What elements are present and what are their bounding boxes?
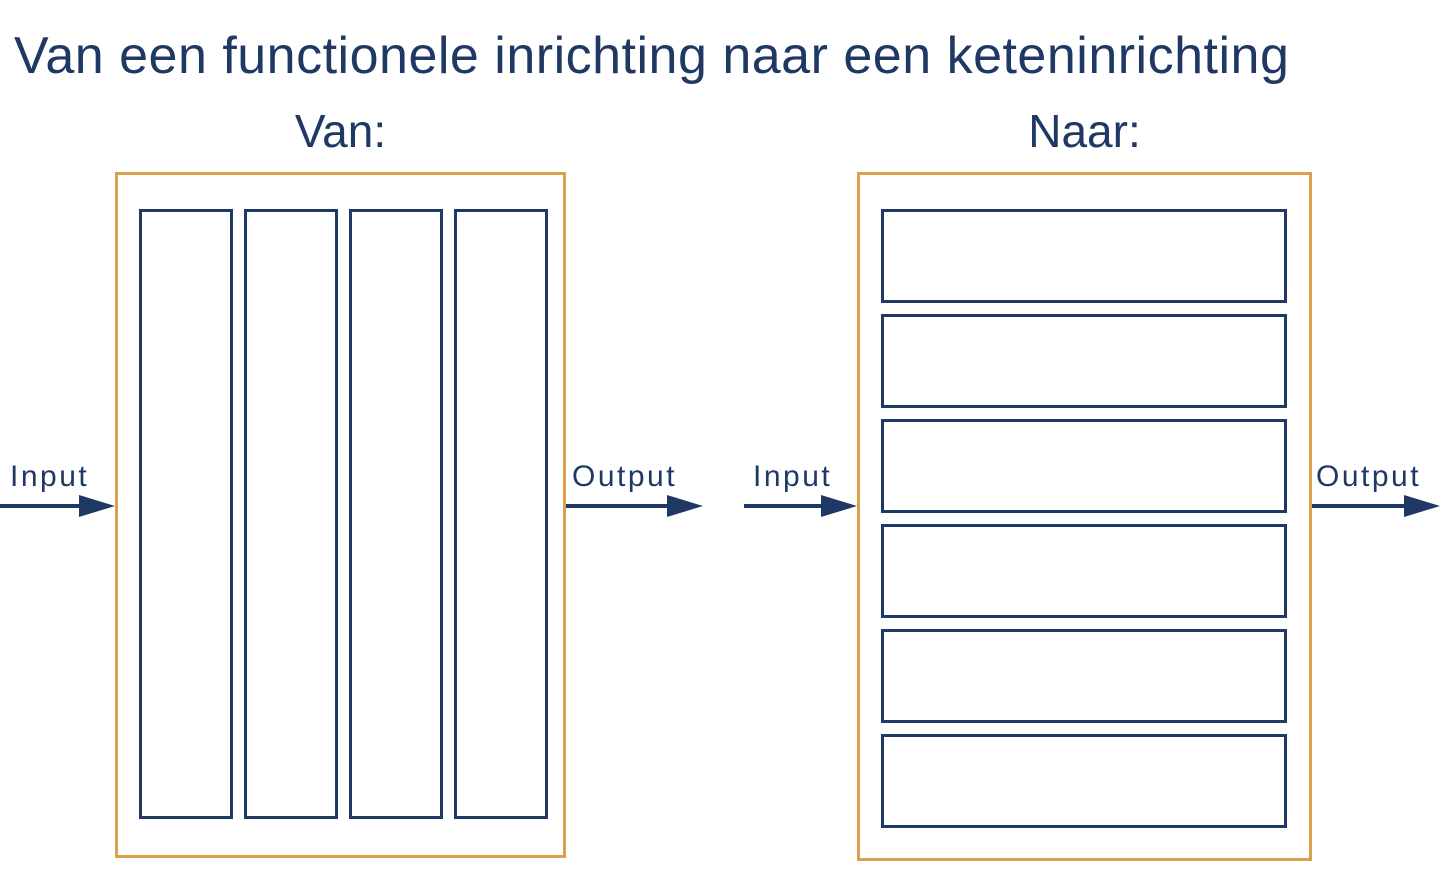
chain-process-bar xyxy=(881,314,1287,408)
to-output-arrow-icon xyxy=(1312,495,1440,517)
page-title: Van een functionele inrichting naar een … xyxy=(14,27,1290,85)
arrow-head xyxy=(1404,495,1440,517)
from-section-heading: Van: xyxy=(294,105,387,157)
arrow-head xyxy=(821,495,857,517)
functional-department-bar xyxy=(454,209,548,819)
chain-process-bar xyxy=(881,629,1287,723)
from-output-label: Output xyxy=(572,460,678,493)
functional-department-bar xyxy=(349,209,443,819)
to-output-label: Output xyxy=(1316,460,1422,493)
to-input-arrow-icon xyxy=(744,495,857,517)
arrow-head xyxy=(667,495,703,517)
arrow-shaft xyxy=(566,504,673,508)
arrow-shaft xyxy=(0,504,85,508)
arrow-shaft xyxy=(744,504,827,508)
to-input-label: Input xyxy=(753,460,833,493)
chain-process-bar xyxy=(881,419,1287,513)
functional-department-bar xyxy=(139,209,233,819)
from-input-arrow-icon xyxy=(0,495,115,517)
chain-process-bar xyxy=(881,524,1287,618)
chain-organization-box xyxy=(857,172,1312,861)
to-section-heading: Naar: xyxy=(1028,105,1141,157)
from-input-label: Input xyxy=(10,460,90,493)
functional-organization-box xyxy=(115,172,566,858)
arrow-head xyxy=(79,495,115,517)
arrow-shaft xyxy=(1312,504,1410,508)
from-output-arrow-icon xyxy=(566,495,703,517)
functional-department-bar xyxy=(244,209,338,819)
chain-process-bar xyxy=(881,209,1287,303)
chain-process-bar xyxy=(881,734,1287,828)
